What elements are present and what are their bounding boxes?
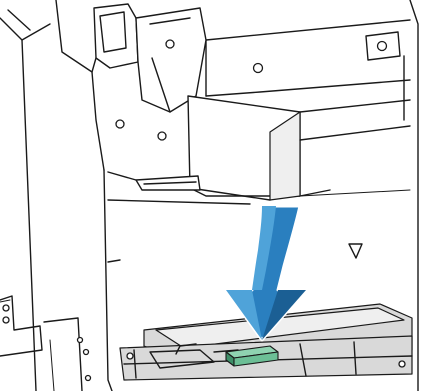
- left-small-tab: [108, 172, 200, 190]
- tray-hole-left: [127, 353, 133, 359]
- left-door-frame: [0, 10, 91, 391]
- bracket-hole: [378, 42, 387, 51]
- screw-hole-left-5: [86, 376, 91, 381]
- screw-hole-left-4: [84, 350, 89, 355]
- latch-hole: [166, 40, 174, 48]
- frame-hole-1: [116, 120, 124, 128]
- frame-hole-3: [254, 64, 263, 73]
- central-guide-block: [188, 96, 410, 200]
- screw-hole-left-2: [3, 317, 9, 323]
- tray-hole-right: [399, 361, 405, 367]
- frame-hole-2: [158, 132, 166, 140]
- screw-hole-left-3: [78, 338, 83, 343]
- d-shaped-hole: [349, 244, 362, 258]
- screw-hole-left-1: [3, 305, 9, 311]
